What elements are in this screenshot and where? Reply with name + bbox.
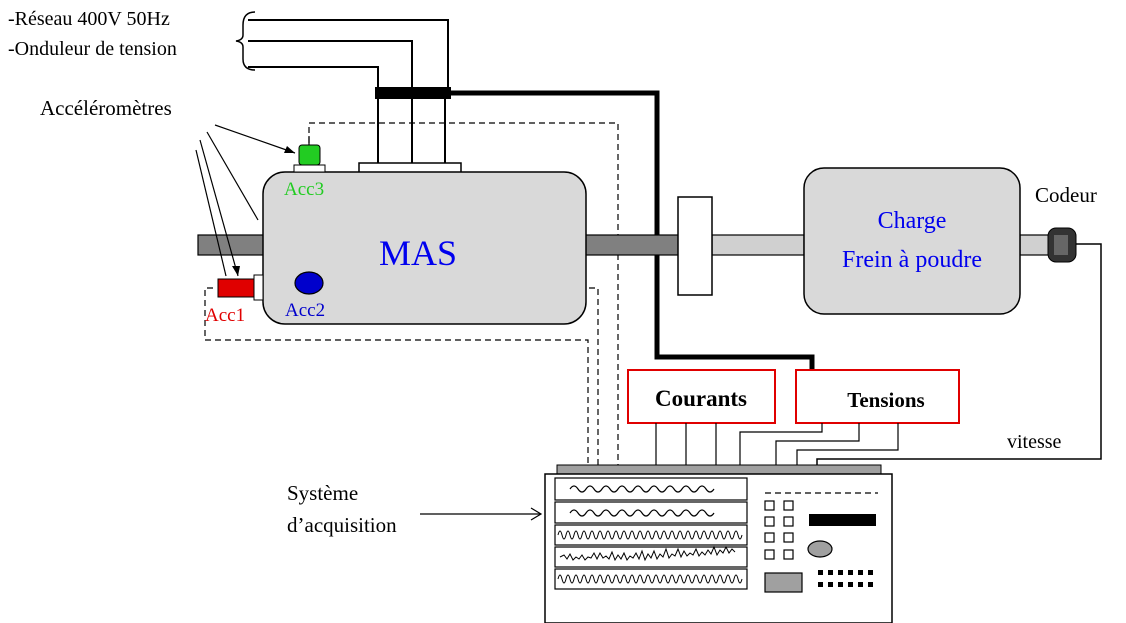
acquisition-keypad	[818, 570, 873, 587]
acc2-sensor	[294, 271, 324, 295]
speed-label: vitesse	[1007, 431, 1062, 453]
speed-cable	[816, 243, 1102, 466]
load-brake	[803, 167, 1021, 315]
currents-box	[627, 369, 776, 424]
power-lines	[248, 19, 449, 92]
acc1-cable	[204, 287, 589, 465]
power-source-line2: -Onduleur de tension	[8, 38, 177, 60]
phase-line-1	[248, 19, 449, 92]
acc3-cable	[308, 122, 619, 465]
acc1-mount	[253, 274, 264, 301]
currents-label: Courants	[655, 386, 747, 411]
acquisition-label-line1: Système	[287, 481, 358, 505]
load-label-line2: Frein à poudre	[842, 247, 982, 273]
motor-mas	[262, 171, 587, 325]
acquisition-display	[809, 514, 876, 526]
acc3-sensor	[298, 144, 321, 166]
accelerometer-pointers	[195, 124, 296, 277]
phase-line-2	[248, 40, 413, 92]
voltages-box	[795, 369, 960, 424]
current-measurement-cable	[451, 90, 815, 372]
acquisition-screen	[554, 477, 748, 590]
acquisition-label-line2: d’acquisition	[287, 513, 397, 537]
shaft-encoder	[1019, 234, 1051, 256]
acc3-label: Acc3	[284, 179, 324, 200]
acc1-sensor	[217, 278, 255, 298]
power-source-brace	[235, 11, 256, 71]
acquisition-top-bar	[556, 464, 882, 475]
phase-line-3	[248, 66, 379, 92]
acquisition-buttons	[764, 500, 794, 560]
acquisition-knob	[807, 540, 833, 558]
motor-label: MAS	[379, 233, 457, 273]
accelerometers-label: Accéléromètres	[40, 96, 172, 120]
power-source-line1: -Réseau 400V 50Hz	[8, 8, 170, 30]
acc3-base	[293, 164, 326, 173]
load-label-line1: Charge	[878, 208, 947, 234]
motor-cable-drops	[377, 99, 446, 165]
encoder-face	[1054, 235, 1068, 255]
acquisition-control-panel	[764, 492, 878, 593]
encoder-label: Codeur	[1035, 183, 1097, 207]
current-sensor-block	[375, 87, 451, 99]
acc2-label: Acc2	[285, 300, 325, 321]
acc1-label: Acc1	[205, 305, 245, 326]
measurement-wires	[655, 423, 899, 466]
shaft-load	[711, 234, 805, 256]
coupling	[677, 196, 713, 296]
voltages-label: Tensions	[847, 388, 924, 412]
shaft-right	[584, 234, 680, 256]
acquisition-big-button	[764, 572, 803, 593]
